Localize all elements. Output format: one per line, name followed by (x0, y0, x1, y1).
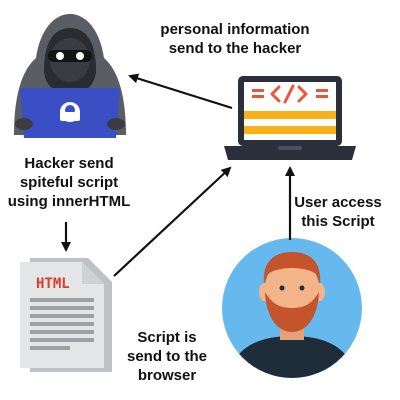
label-hacker-send: Hacker send spiteful script using innerH… (7, 155, 131, 210)
html-file-icon: HTML (20, 258, 112, 372)
label-user-access: User access this Script (294, 194, 382, 230)
label-personal-info: personal information send to the hacker (160, 21, 310, 57)
html-file-label: HTML (36, 276, 70, 292)
label-script-sent: Script is send to the browser (126, 329, 207, 384)
arrow-document-to-laptop (113, 166, 232, 277)
hacker-icon (14, 14, 126, 138)
code-laptop-icon (224, 76, 356, 160)
arrow-laptop-to-hacker (128, 73, 233, 110)
user-avatar-icon (222, 238, 362, 378)
